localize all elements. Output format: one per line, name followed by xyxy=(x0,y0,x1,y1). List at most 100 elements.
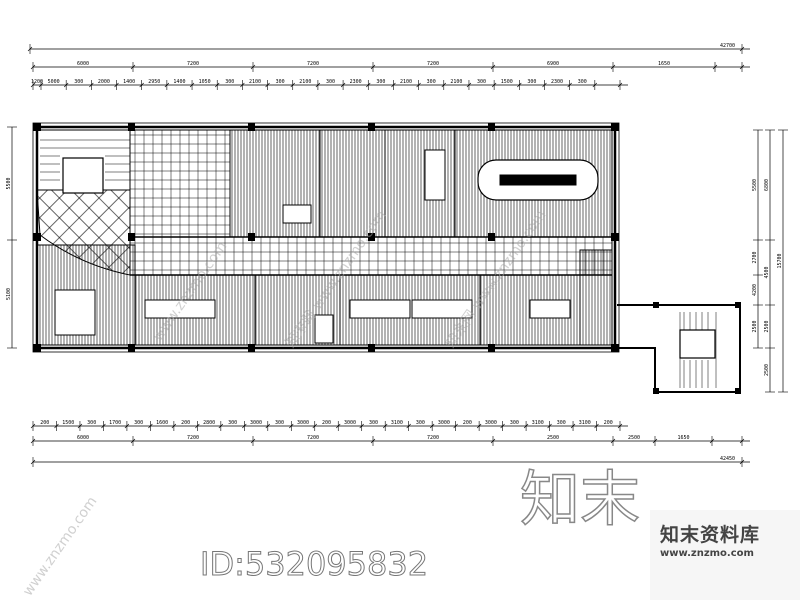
dimension-label: 2100 xyxy=(299,79,311,85)
dimension-label: 3000 xyxy=(485,420,497,426)
end-room xyxy=(579,249,613,346)
dimension-tick xyxy=(77,423,83,429)
dimension-tick xyxy=(739,459,745,465)
dimension-label: 2300 xyxy=(350,79,362,85)
dimension-label: 1500 xyxy=(501,79,513,85)
dimension-label: 300 xyxy=(510,420,519,426)
dimension-tick xyxy=(567,82,572,88)
dimension-label: 300 xyxy=(578,79,587,85)
dimension-tick xyxy=(542,82,547,88)
dimension-tick xyxy=(652,438,658,444)
dimension-tick xyxy=(130,64,136,70)
dimension-label: 2800 xyxy=(203,420,215,426)
dimension-label: 1650 xyxy=(658,61,670,67)
dimension-tick xyxy=(359,423,364,429)
dimension-label: 1650 xyxy=(677,435,689,441)
dimension-label: 200 xyxy=(322,420,331,426)
dimension-label: 6000 xyxy=(77,435,89,441)
dimension-label: 7200 xyxy=(187,435,199,441)
dimension-tick xyxy=(491,82,497,88)
dimension-label: 300 xyxy=(326,79,335,85)
dimension-tick xyxy=(114,82,119,88)
dimension-label: 2950 xyxy=(148,79,160,85)
dimension-label: 5500 xyxy=(6,177,12,189)
dimension-tick xyxy=(290,82,295,88)
dimension-label: 3000 xyxy=(344,420,356,426)
dimension-label: 300 xyxy=(74,79,83,85)
dimension-label: 6800 xyxy=(764,179,770,191)
dimension-tick xyxy=(709,438,715,444)
dimension-label: 2000 xyxy=(98,79,110,85)
dimension-tick xyxy=(250,64,256,70)
table-center xyxy=(499,174,577,186)
dimension-label: 1400 xyxy=(123,79,135,85)
dimension-label: 6900 xyxy=(547,61,559,67)
dimension-tick xyxy=(89,82,94,88)
dimension-tick xyxy=(189,82,195,88)
dimension-tick xyxy=(30,459,36,465)
dimension-tick xyxy=(171,423,177,429)
dimension-tick xyxy=(610,438,616,444)
dimension-tick xyxy=(63,82,69,88)
dimension-tick xyxy=(215,82,220,88)
dimension-tick xyxy=(739,438,745,444)
dimension-tick xyxy=(490,438,496,444)
dimension-label: 7200 xyxy=(307,61,319,67)
dimension-label: 300 xyxy=(376,79,385,85)
dimension-label: 300 xyxy=(87,420,96,426)
dimension-tick xyxy=(617,82,623,88)
dimension-tick xyxy=(101,423,106,429)
dimension-tick xyxy=(27,46,33,52)
dimension-label: 7200 xyxy=(307,435,319,441)
dimension-tick xyxy=(312,423,317,429)
dimension-label: 2100 xyxy=(249,79,261,85)
dimension-tick xyxy=(218,423,224,429)
dimension-label: 300 xyxy=(416,420,425,426)
dimension-label: 200 xyxy=(40,420,49,426)
dimension-label: 7200 xyxy=(187,61,199,67)
dimension-tick xyxy=(336,423,341,429)
dimension-tick xyxy=(164,82,170,88)
dimension-tick xyxy=(523,423,529,429)
dimension-tick xyxy=(370,438,376,444)
dimension-tick xyxy=(500,423,505,429)
dimension-tick xyxy=(594,423,599,429)
dimension-tick xyxy=(289,423,294,429)
dimension-tick xyxy=(30,82,36,88)
dimension-tick xyxy=(139,82,144,88)
dimension-label: 200 xyxy=(604,420,613,426)
dimension-tick xyxy=(712,64,718,70)
dimension-tick xyxy=(466,82,472,88)
dimension-label: 3000 xyxy=(250,420,262,426)
dimension-label: 300 xyxy=(228,420,237,426)
dimension-label: 300 xyxy=(276,79,285,85)
dimension-tick xyxy=(382,423,388,429)
dimension-tick xyxy=(517,82,522,88)
dimension-label: 4200 xyxy=(752,284,758,296)
dimension-label: 200 xyxy=(463,420,472,426)
dimension-label: 2500 xyxy=(764,364,770,376)
dimension-label: 1050 xyxy=(199,79,211,85)
dimension-label: 15700 xyxy=(777,253,783,268)
room-office-2 xyxy=(319,129,386,238)
dimension-tick xyxy=(340,82,346,88)
dimension-label: 3100 xyxy=(391,420,403,426)
dimension-label: 300 xyxy=(225,79,234,85)
dimension-label: 2300 xyxy=(551,79,563,85)
dimension-tick xyxy=(315,82,321,88)
dimension-label: 300 xyxy=(369,420,378,426)
dimension-tick xyxy=(54,423,59,429)
dimension-tick xyxy=(265,423,271,429)
dimension-tick xyxy=(406,423,411,429)
dimension-tick xyxy=(124,423,130,429)
dimension-label: 7200 xyxy=(427,61,439,67)
dimension-label: 1400 xyxy=(173,79,185,85)
dimension-tick xyxy=(610,64,616,70)
dimension-label: 2500 xyxy=(628,435,640,441)
dimension-tick xyxy=(38,82,44,88)
overall-dimension: 42700 xyxy=(720,43,735,49)
dimension-tick xyxy=(429,423,435,429)
dimension-label: 2500 xyxy=(764,320,770,332)
dimension-label: 200 xyxy=(181,420,190,426)
